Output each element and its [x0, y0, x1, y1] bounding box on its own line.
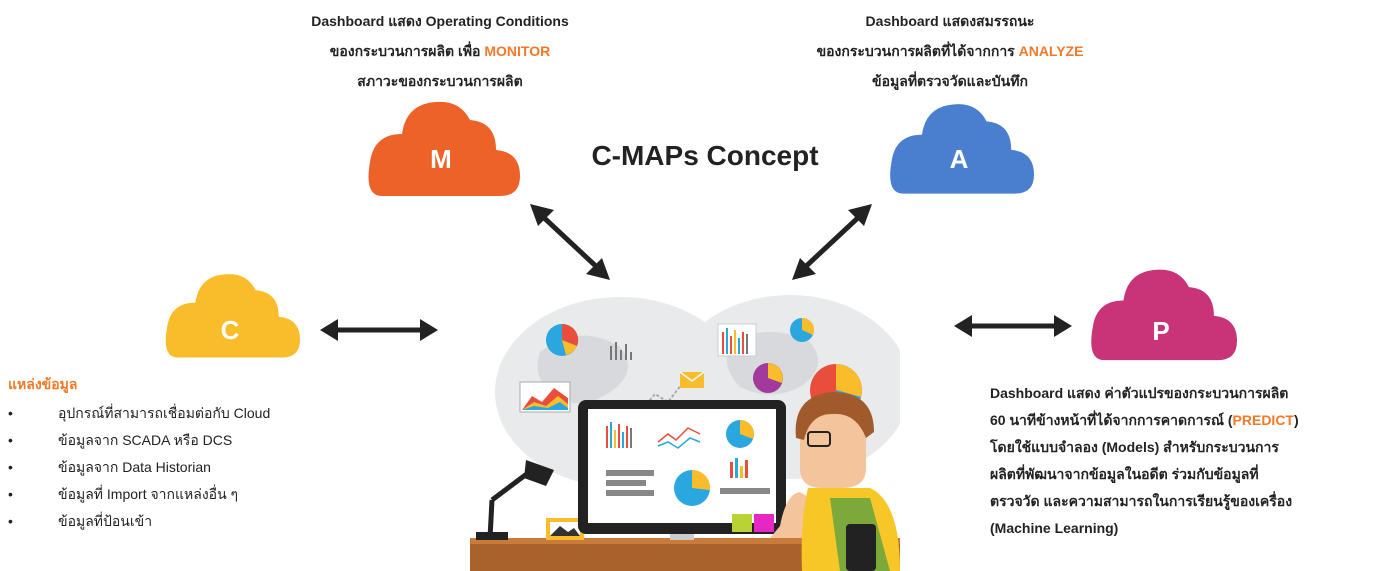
- analyze-caption-line2: ของกระบวนการผลิตที่ได้จากการ ANALYZE: [816, 43, 1084, 59]
- list-item: •ข้อมูลที่ป้อนเข้า: [8, 513, 153, 529]
- monitor-caption-line2: ของกระบวนการผลิต เพื่อ MONITOR: [329, 43, 551, 59]
- list-item: •ข้อมูลที่ Import จากแหล่งอื่น ๆ: [8, 486, 239, 502]
- analyze-caption-line3: ข้อมูลที่ตรวจวัดและบันทึก: [872, 73, 1028, 89]
- data-sources-heading: แหล่งข้อมูล: [8, 376, 78, 392]
- analyst-illustration: [470, 295, 900, 571]
- cloud-m-icon: [368, 101, 520, 196]
- analyze-caption: Dashboard แสดงสมรรถนะ ของกระบวนการผลิตที…: [740, 6, 1160, 96]
- bar-chart-icon-small: [610, 342, 632, 360]
- donut-chart-icon: [753, 363, 783, 393]
- list-item: •ข้อมูลจาก SCADA หรือ DCS: [8, 432, 233, 448]
- cloud-p-letter: P: [1152, 316, 1170, 346]
- area-chart-icon: [519, 381, 571, 413]
- predict-keyword: PREDICT: [1232, 412, 1294, 428]
- list-item: •ข้อมูลจาก Data Historian: [8, 459, 211, 475]
- predict-line3: โดยใช้แบบจำลอง (Models) สำหรับกระบวนการ: [990, 439, 1279, 455]
- cloud-m: M: [362, 100, 520, 196]
- photo-frame-icon: [546, 518, 584, 540]
- cloud-c-icon: [165, 274, 300, 358]
- computer-monitor-icon: [578, 400, 786, 540]
- monitor-caption-line3: สภาวะของกระบวนการผลิต: [357, 73, 523, 89]
- analyze-keyword: ANALYZE: [1018, 43, 1084, 59]
- envelope-icon: [679, 371, 705, 388]
- cloud-c-letter: C: [220, 315, 240, 345]
- person-illustration: [770, 392, 900, 571]
- desk-lamp-icon: [476, 460, 554, 540]
- sticky-note-pink: [754, 514, 774, 532]
- sticky-note-green: [732, 514, 752, 532]
- predict-line2: 60 นาทีข้างหน้าที่ได้จากการคาดการณ์ (PRE…: [990, 412, 1299, 428]
- monitor-keyword: MONITOR: [484, 43, 551, 59]
- pie-chart-icon-right: [790, 317, 815, 342]
- predict-line1: Dashboard แสดง ค่าตัวแปรของกระบวนการผลิต: [990, 385, 1289, 401]
- cloud-a: A: [884, 100, 1034, 196]
- diagram-title: C-MAPs Concept: [591, 140, 819, 171]
- predict-line6: (Machine Learning): [990, 520, 1119, 536]
- double-arrow-a: [792, 204, 872, 280]
- list-item: •อุปกรณ์ที่สามารถเชื่อมต่อกับ Cloud: [8, 405, 271, 421]
- predict-description: Dashboard แสดง ค่าตัวแปรของกระบวนการผลิต…: [990, 380, 1365, 542]
- analyze-caption-line1: Dashboard แสดงสมรรถนะ: [865, 13, 1035, 29]
- predict-line5: ตรวจวัด และความสามารถในการเรียนรู้ของเคร…: [990, 493, 1293, 509]
- data-sources-list: •อุปกรณ์ที่สามารถเชื่อมต่อกับ Cloud •ข้อ…: [8, 400, 348, 535]
- cloud-p-icon: [1091, 269, 1237, 361]
- cloud-a-letter: A: [949, 144, 969, 174]
- monitor-caption: Dashboard แสดง Operating Conditions ของก…: [230, 6, 650, 96]
- double-arrow-p: [954, 315, 1072, 337]
- double-arrow-c: [320, 319, 438, 341]
- double-arrow-m: [530, 204, 610, 280]
- cloud-p: P: [1085, 262, 1237, 366]
- data-sources: แหล่งข้อมูล •อุปกรณ์ที่สามารถเชื่อมต่อกั…: [8, 374, 348, 535]
- pie-chart-icon: [546, 323, 579, 356]
- cloud-a-icon: [890, 104, 1034, 194]
- cloud-m-letter: M: [430, 144, 452, 174]
- cloud-c: C: [160, 265, 300, 365]
- predict-line4: ผลิตที่พัฒนาจากข้อมูลในอดีต ร่วมกับข้อมู…: [990, 466, 1259, 482]
- monitor-caption-line1: Dashboard แสดง Operating Conditions: [311, 13, 569, 29]
- bar-chart-icon-large: [717, 323, 757, 357]
